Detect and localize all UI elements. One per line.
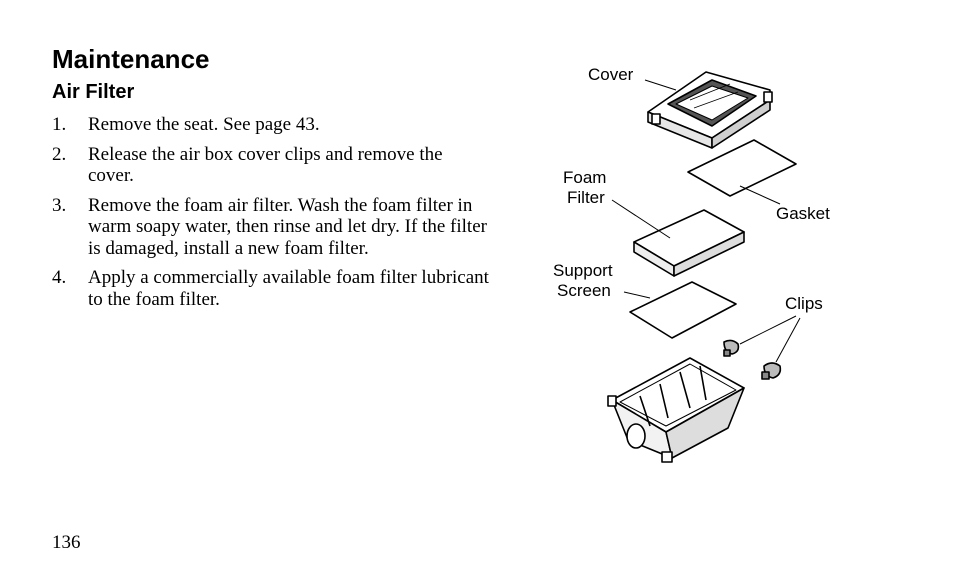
subsection-title: Air Filter xyxy=(52,81,135,103)
step-item: 4. Apply a commercially available foam f… xyxy=(52,267,492,310)
foam-filter-part xyxy=(633,209,745,277)
label-foam-line1: Foam xyxy=(563,168,606,187)
air-box-exploded-diagram: Cover Foam Filter Gasket Support Screen … xyxy=(553,65,830,463)
step-item: 1. Remove the seat. See page 43. xyxy=(52,114,492,136)
step-number: 1. xyxy=(52,114,67,135)
gasket-part xyxy=(687,139,797,197)
label-support-line1: Support xyxy=(553,261,613,280)
step-text: Apply a commercially available foam filt… xyxy=(88,267,489,310)
cover-part xyxy=(647,71,773,149)
step-item: 3. Remove the foam air filter. Wash the … xyxy=(52,195,492,260)
instruction-steps: 1. Remove the seat. See page 43. 2. Rele… xyxy=(52,114,492,318)
step-text: Release the air box cover clips and remo… xyxy=(88,143,443,187)
step-text: Remove the seat. See page 43. xyxy=(88,114,320,135)
label-gasket: Gasket xyxy=(776,204,830,223)
step-item: 2. Release the air box cover clips and r… xyxy=(52,144,492,187)
section-title: Maintenance xyxy=(52,44,210,74)
air-box-part xyxy=(607,357,745,463)
clip-part xyxy=(761,362,782,380)
step-number: 3. xyxy=(52,194,67,216)
leader-lines xyxy=(611,79,801,363)
step-text: Remove the foam air filter. Wash the foa… xyxy=(88,194,487,259)
label-foam-line2: Filter xyxy=(567,188,605,207)
label-cover: Cover xyxy=(588,65,634,84)
support-screen-part xyxy=(629,281,737,339)
step-number: 2. xyxy=(52,143,67,165)
label-clips: Clips xyxy=(785,294,823,313)
clip-part xyxy=(723,339,740,357)
page-number: 136 xyxy=(52,532,81,553)
label-support-line2: Screen xyxy=(557,281,611,300)
step-number: 4. xyxy=(52,267,67,288)
